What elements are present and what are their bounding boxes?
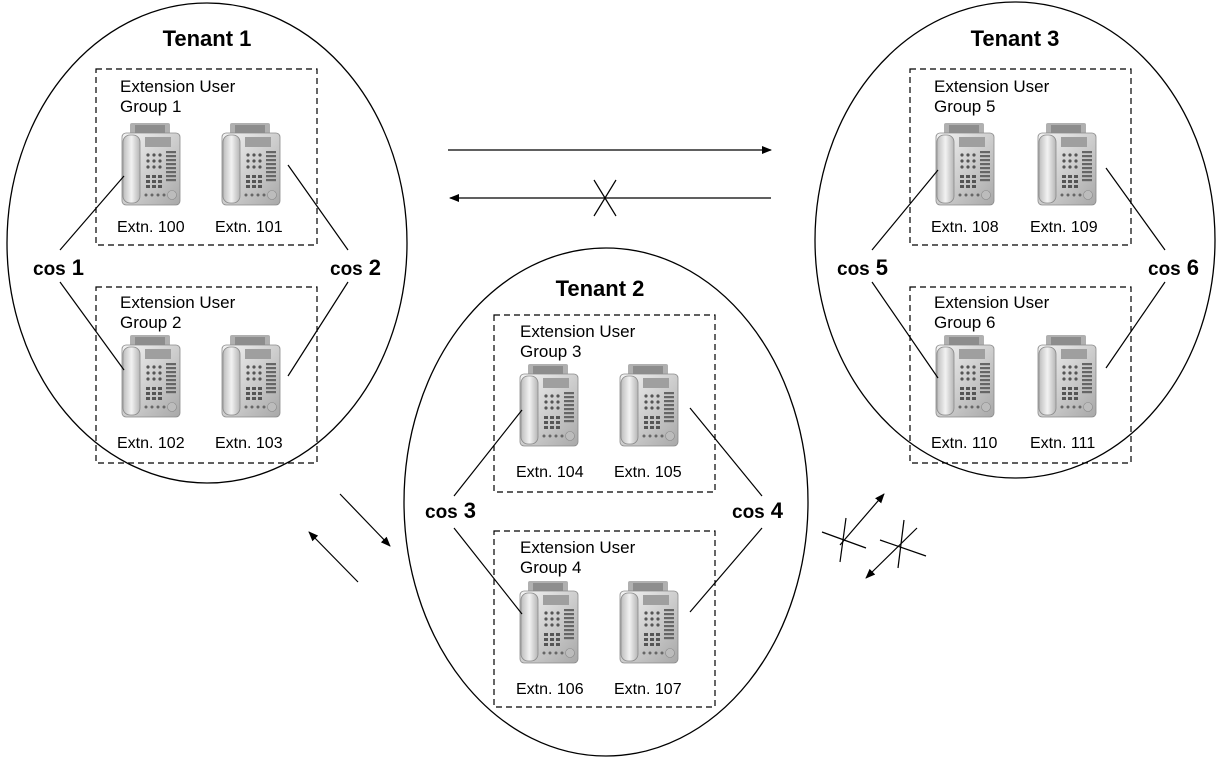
cos-link-line — [287, 281, 349, 377]
group-label: Group 5 — [934, 97, 995, 116]
extension-label: Extn. 101 — [215, 219, 283, 236]
cos-link-line — [1105, 281, 1166, 369]
extension-user-group — [909, 68, 1132, 246]
tenant-title: Tenant 3 — [971, 26, 1060, 51]
telephone-icon — [221, 334, 281, 418]
cos-link-line — [59, 175, 125, 251]
extension-label: Extn. 111 — [1030, 435, 1095, 452]
group-label: Group 4 — [520, 558, 581, 577]
extension-label: Extn. 108 — [931, 219, 999, 236]
tenant-title: Tenant 2 — [556, 276, 645, 301]
tenant-boundary — [403, 247, 809, 757]
tenant-2: Tenant 2 Extension User Group 3 Extn. 10… — [403, 247, 809, 757]
telephone-icon — [519, 363, 579, 447]
extension-label: Extn. 100 — [117, 219, 185, 236]
arrow-tenant2-to-tenant1 — [308, 531, 359, 583]
cos-link-line — [689, 407, 763, 497]
group-label: Group 6 — [934, 313, 995, 332]
group-label: Extension User — [934, 293, 1050, 312]
extension-label: Extn. 105 — [614, 464, 682, 481]
group-label: Group 1 — [120, 97, 181, 116]
extension-user-group — [909, 286, 1132, 464]
telephone-icon — [935, 122, 995, 206]
cross-mark-icon — [879, 519, 927, 569]
cos-link-line — [689, 527, 763, 613]
telephone-icon — [619, 363, 679, 447]
extension-user-group — [493, 314, 716, 493]
telephone-icon — [1037, 122, 1097, 206]
arrow-tenant2-to-tenant3 — [839, 493, 885, 546]
group-label: Group 3 — [520, 342, 581, 361]
group-label: Extension User — [120, 293, 236, 312]
cos-link-line — [871, 281, 939, 379]
cross-mark-icon — [821, 517, 867, 563]
extension-label: Extn. 110 — [931, 435, 998, 452]
telephone-icon — [221, 122, 281, 206]
extension-user-group — [95, 286, 318, 464]
telephone-icon — [619, 580, 679, 664]
group-label: Extension User — [520, 538, 636, 557]
cross-mark-icon — [593, 179, 617, 217]
extension-user-group — [493, 530, 716, 708]
group-label: Extension User — [520, 322, 636, 341]
telephone-icon — [1037, 334, 1097, 418]
extension-user-group — [95, 68, 318, 246]
arrow-tenant1-to-tenant2 — [339, 493, 391, 547]
cos-link-line — [453, 527, 523, 615]
group-label: Extension User — [120, 77, 236, 96]
tenant-boundary — [814, 1, 1216, 479]
cos-link-line — [59, 281, 125, 371]
telephone-icon — [121, 122, 181, 206]
cos-link-line — [453, 409, 523, 497]
telephone-icon — [935, 334, 995, 418]
tenant-3: Tenant 3 Extension User Group 5 Extn. 10… — [814, 1, 1216, 479]
tenant-boundary — [6, 2, 408, 484]
telephone-icon — [519, 580, 579, 664]
arrow-tenant3-to-tenant2 — [865, 527, 918, 579]
tenant-title: Tenant 1 — [163, 26, 252, 51]
extension-label: Extn. 102 — [117, 435, 185, 452]
extension-label: Extn. 106 — [516, 681, 584, 698]
extension-label: Extn. 109 — [1030, 219, 1098, 236]
group-label: Extension User — [934, 77, 1050, 96]
tenant-1: Tenant 1 Extension User Group 1 Extn. 10… — [6, 2, 408, 484]
cos-link-line — [287, 164, 349, 251]
extension-label: Extn. 107 — [614, 681, 682, 698]
group-label: Group 2 — [120, 313, 181, 332]
cos-link-line — [871, 169, 939, 251]
extension-label: Extn. 104 — [516, 464, 584, 481]
telephone-icon — [121, 334, 181, 418]
cos-link-line — [1105, 167, 1166, 251]
extension-label: Extn. 103 — [215, 435, 283, 452]
